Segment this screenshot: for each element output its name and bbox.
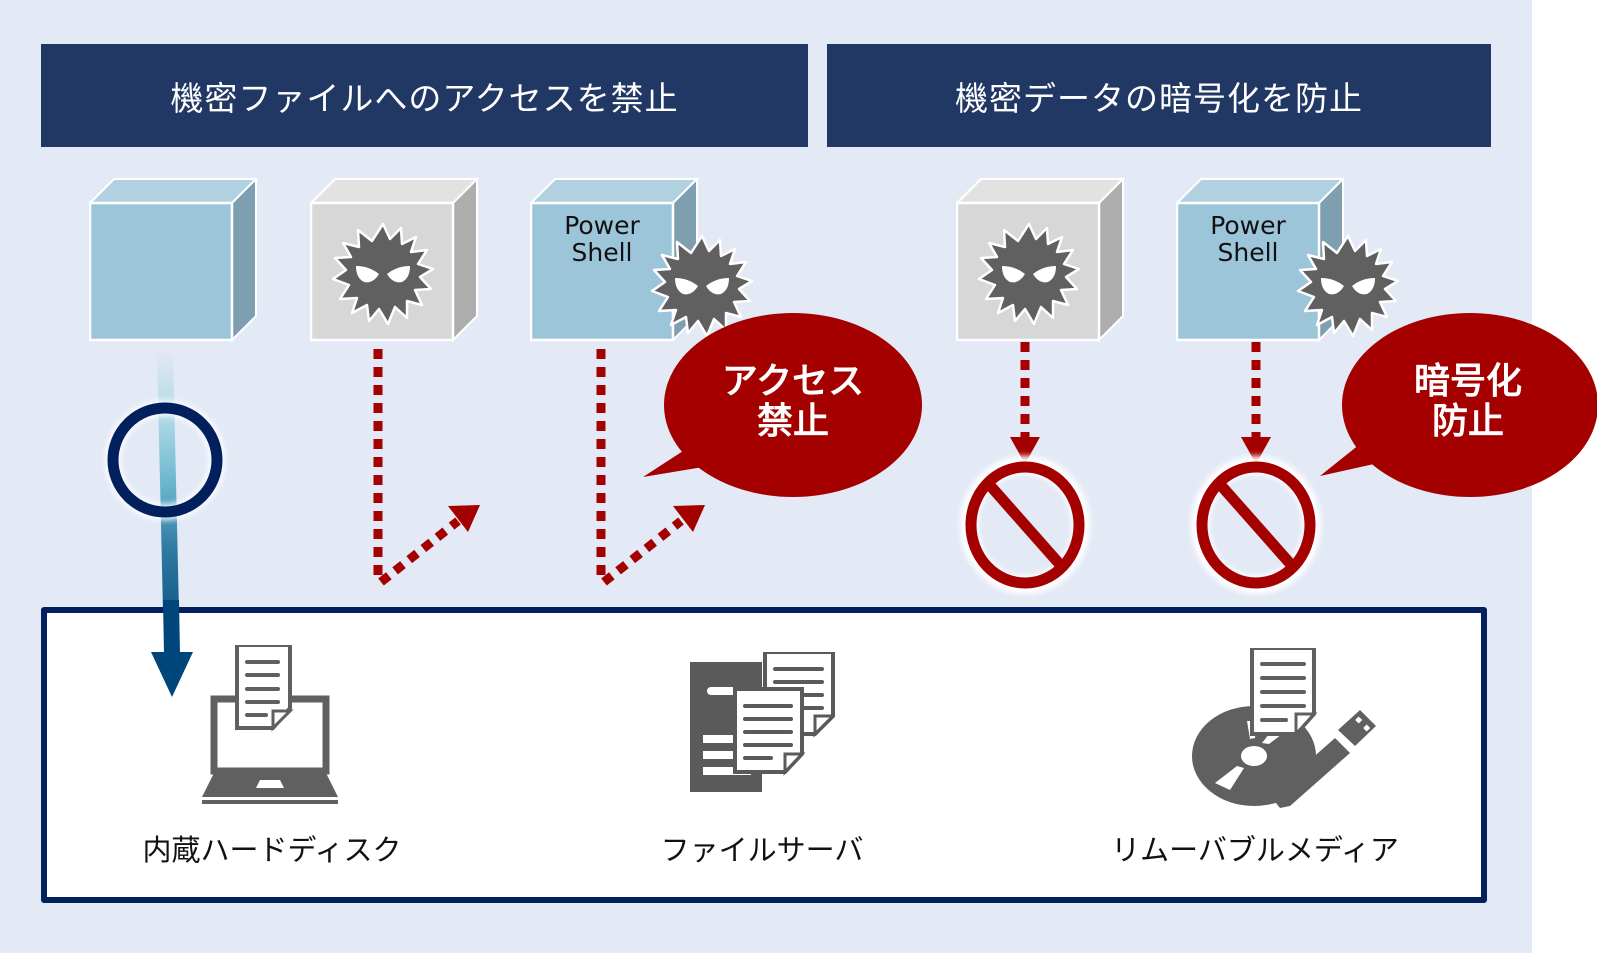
malware-cube-2 [956, 178, 1126, 346]
powershell-label-line1: Power [564, 211, 640, 240]
callout-encryption-prevented-text: 暗号化 防止 [1375, 362, 1561, 442]
legit-app-cube [89, 178, 259, 346]
header-access-block-text: 機密ファイルへのアクセスを禁止 [170, 78, 679, 118]
prohibited-icon-1 [960, 456, 1090, 594]
storage-item-internal-hdd [200, 643, 350, 809]
blocked-encrypt-arrow-1 [1010, 342, 1040, 464]
storage-item-file-server [685, 650, 837, 796]
header-access-block: 機密ファイルへのアクセスを禁止 [41, 44, 808, 147]
storage-item-removable-media [1190, 646, 1410, 812]
callout-access-denied-line2: 禁止 [756, 401, 829, 442]
allow-circle-icon [105, 400, 225, 520]
prohibited-icon-2 [1191, 456, 1321, 594]
callout-access-denied-text: アクセス 禁止 [700, 362, 886, 442]
storage-label-file-server: ファイルサーバ [660, 833, 864, 867]
callout-encryption-prevented [1320, 313, 1597, 497]
powershell-label: Power Shell [530, 212, 674, 266]
blocked-access-arrow-1 [373, 349, 480, 586]
file-server-icon [690, 650, 837, 792]
powershell-label-line2: Shell [571, 238, 633, 267]
removable-media-icon [1192, 646, 1376, 808]
callout-encryption-prevented-line1: 暗号化 [1413, 361, 1522, 402]
callout-access-denied-line1: アクセス [721, 361, 865, 402]
powershell-label: Power Shell [1176, 212, 1320, 266]
header-encryption-prevent: 機密データの暗号化を防止 [827, 44, 1491, 147]
storage-label-internal-hdd: 内蔵ハードディスク [142, 833, 402, 867]
powershell-label-line1: Power [1210, 211, 1286, 240]
powershell-label-line2: Shell [1217, 238, 1279, 267]
cube-icon [1176, 178, 1346, 343]
header-encryption-prevent-text: 機密データの暗号化を防止 [955, 78, 1363, 118]
malware-cube [310, 178, 480, 346]
callout-encryption-prevented-line2: 防止 [1431, 401, 1504, 442]
callout-access-denied [643, 313, 922, 497]
cube-icon [89, 178, 259, 343]
laptop-document-icon [202, 643, 338, 804]
powershell-cube-2: Power Shell [1176, 178, 1400, 346]
blocked-encrypt-arrow-2 [1241, 342, 1271, 464]
blocked-access-arrow-2 [596, 349, 705, 586]
storage-label-removable-media: リムーバブルメディア [1111, 833, 1399, 867]
powershell-cube: Power Shell [530, 178, 754, 346]
